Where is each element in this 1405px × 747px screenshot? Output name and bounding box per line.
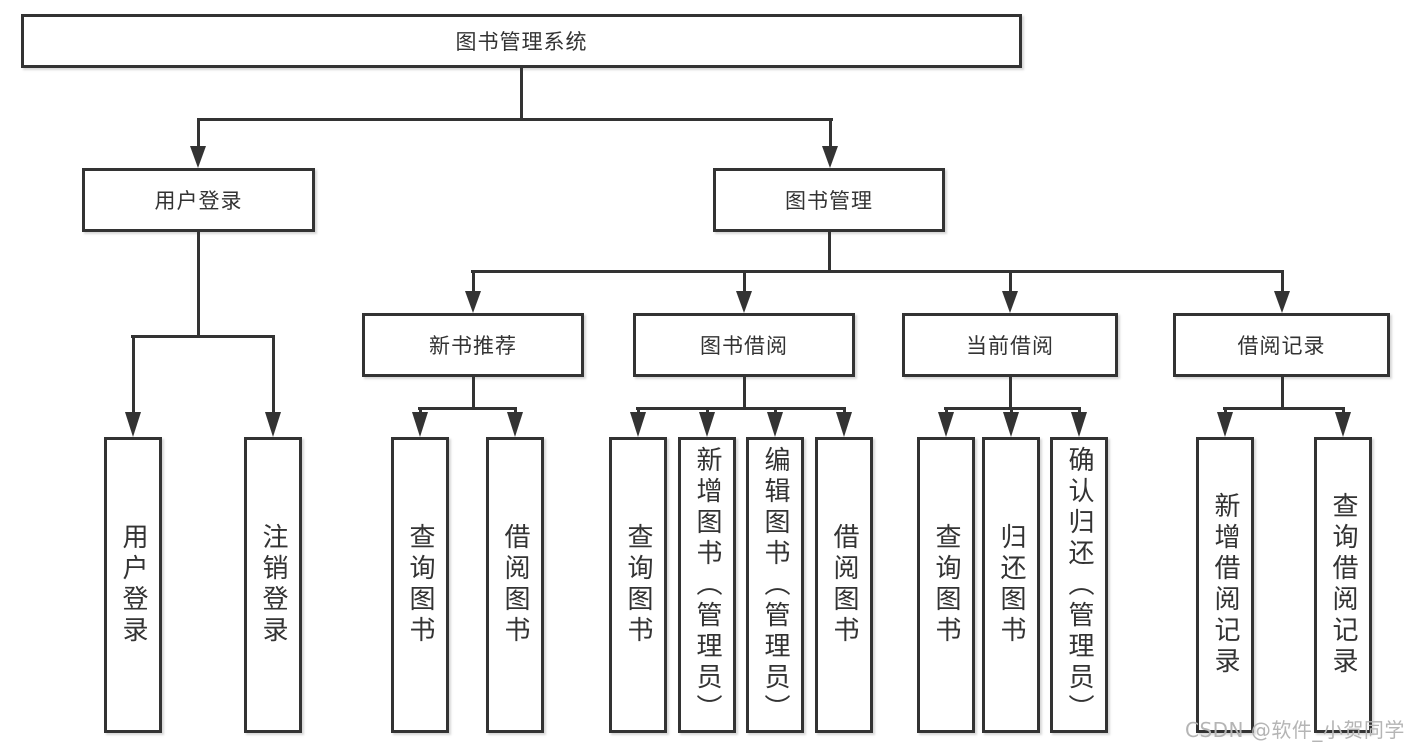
- leaf-cb-return-book-label: 归还图书: [996, 523, 1026, 647]
- node-root: 图书管理系统: [21, 14, 1022, 68]
- leaf-nb-borrow-book-label: 借阅图书: [500, 523, 530, 647]
- connector-management-drop: [828, 232, 831, 273]
- arrow-down-icon: [265, 412, 281, 437]
- connector-sec1-stem: [743, 270, 746, 295]
- node-user-login-label: 用户登录: [154, 189, 243, 213]
- connector-sec0-leaf2-stem: [514, 407, 517, 416]
- connector-login-leaf1-stem: [132, 335, 135, 414]
- connector-sec1-leaf2-stem: [706, 407, 709, 416]
- leaf-cb-query-book-label: 查询图书: [931, 523, 961, 647]
- leaf-cb-confirm-return-admin-label: 确认归还（管理员）: [1064, 445, 1094, 725]
- leaf-logout: 注销登录: [244, 437, 302, 733]
- connector-sec2-stem: [1009, 270, 1012, 295]
- arrow-down-icon: [507, 412, 523, 437]
- arrow-down-icon: [1274, 291, 1290, 313]
- node-book-management-label: 图书管理: [785, 189, 873, 213]
- connector-sec3-rail: [1223, 407, 1345, 410]
- connector-login-rail: [131, 335, 275, 338]
- arrow-down-icon: [767, 412, 783, 437]
- leaf-nb-borrow-book: 借阅图书: [486, 437, 544, 733]
- leaf-bb-add-book-admin-label: 新增图书（管理员）: [692, 445, 722, 725]
- leaf-nb-query-book: 查询图书: [391, 437, 449, 733]
- connector-sec2-leaf2-stem: [1010, 407, 1013, 416]
- connector-sec1-leaf3-stem: [774, 407, 777, 416]
- connector-sec2-leaf3-stem: [1078, 407, 1081, 416]
- node-root-label: 图书管理系统: [455, 30, 588, 54]
- leaf-bb-query-book-label: 查询图书: [623, 523, 653, 647]
- arrow-down-icon: [1335, 412, 1351, 437]
- leaf-bb-borrow-book: 借阅图书: [815, 437, 873, 733]
- connector-level2-rail: [197, 118, 833, 121]
- arrow-down-icon: [125, 412, 141, 437]
- node-current-borrow: 当前借阅: [902, 313, 1118, 377]
- watermark: CSDN @软件_小贺同学: [1185, 718, 1405, 742]
- leaf-cb-return-book: 归还图书: [982, 437, 1040, 733]
- connector-sec0-rail: [418, 407, 517, 410]
- node-new-book-recommend: 新书推荐: [362, 313, 584, 377]
- leaf-br-add-record: 新增借阅记录: [1196, 437, 1254, 733]
- arrow-down-icon: [736, 291, 752, 313]
- arrow-down-icon: [190, 146, 206, 168]
- connector-sec1-leaf1-stem: [637, 407, 640, 416]
- connector-login-drop: [197, 232, 200, 338]
- leaf-bb-borrow-book-label: 借阅图书: [829, 523, 859, 647]
- leaf-br-query-record-label: 查询借阅记录: [1328, 492, 1358, 678]
- node-new-book-recommend-label: 新书推荐: [429, 334, 517, 358]
- connector-sec3-leaf1-stem: [1224, 407, 1227, 416]
- node-book-borrow-label: 图书借阅: [700, 334, 788, 358]
- node-current-borrow-label: 当前借阅: [966, 334, 1054, 358]
- leaf-logout-label: 注销登录: [258, 523, 288, 647]
- connector-sec0-stem: [472, 270, 475, 295]
- leaf-cb-confirm-return-admin: 确认归还（管理员）: [1050, 437, 1108, 733]
- leaf-nb-query-book-label: 查询图书: [405, 523, 435, 647]
- leaf-br-add-record-label: 新增借阅记录: [1210, 492, 1240, 678]
- arrow-down-icon: [836, 412, 852, 437]
- leaf-user-login-label: 用户登录: [118, 523, 148, 647]
- connector-sec3-drop: [1281, 377, 1284, 410]
- leaf-bb-query-book: 查询图书: [609, 437, 667, 733]
- arrow-down-icon: [699, 412, 715, 437]
- leaf-br-query-record: 查询借阅记录: [1314, 437, 1372, 733]
- arrow-down-icon: [465, 291, 481, 313]
- node-book-borrow: 图书借阅: [633, 313, 855, 377]
- connector-sec0-drop: [472, 377, 475, 410]
- arrow-down-icon: [1217, 412, 1233, 437]
- connector-root-stem: [520, 68, 523, 121]
- node-user-login: 用户登录: [82, 168, 315, 232]
- arrow-down-icon: [1003, 412, 1019, 437]
- node-borrow-record-label: 借阅记录: [1237, 334, 1326, 358]
- connector-sec3-stem: [1281, 270, 1284, 295]
- connector-login-stem: [197, 118, 200, 149]
- arrow-down-icon: [412, 412, 428, 437]
- leaf-bb-edit-book-admin: 编辑图书（管理员）: [746, 437, 804, 733]
- leaf-bb-add-book-admin: 新增图书（管理员）: [678, 437, 736, 733]
- arrow-down-icon: [938, 412, 954, 437]
- connector-sec1-leaf4-stem: [843, 407, 846, 416]
- connector-sec0-leaf1-stem: [419, 407, 422, 416]
- connector-level3-rail: [471, 270, 1284, 273]
- connector-sec2-leaf1-stem: [945, 407, 948, 416]
- connector-sec2-drop: [1009, 377, 1012, 410]
- leaf-user-login: 用户登录: [104, 437, 162, 733]
- arrow-down-icon: [1002, 291, 1018, 313]
- connector-sec1-rail: [636, 407, 846, 410]
- arrow-down-icon: [1071, 412, 1087, 437]
- connector-sec1-drop: [743, 377, 746, 410]
- connector-management-stem: [829, 118, 832, 149]
- arrow-down-icon: [630, 412, 646, 437]
- leaf-cb-query-book: 查询图书: [917, 437, 975, 733]
- connector-sec3-leaf2-stem: [1342, 407, 1345, 416]
- node-book-management: 图书管理: [713, 168, 945, 232]
- arrow-down-icon: [822, 146, 838, 168]
- node-borrow-record: 借阅记录: [1173, 313, 1390, 377]
- leaf-bb-edit-book-admin-label: 编辑图书（管理员）: [760, 445, 790, 725]
- connector-login-leaf2-stem: [272, 335, 275, 414]
